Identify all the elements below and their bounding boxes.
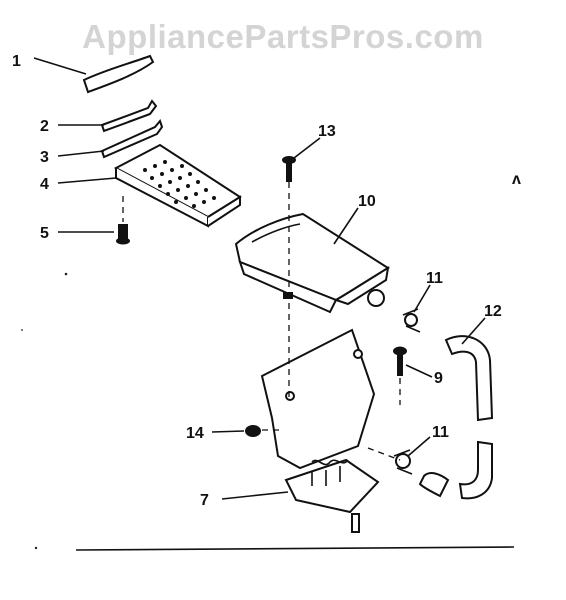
callout-9: 9 xyxy=(434,370,443,387)
part-7-valve-assembly xyxy=(284,458,380,533)
callout-5: 5 xyxy=(40,225,49,242)
part-2-bracket xyxy=(100,99,158,133)
part-11-clamp-lower xyxy=(393,449,413,475)
part-5-screw xyxy=(116,196,130,245)
alignment-lines xyxy=(262,182,401,461)
part-12-hose xyxy=(444,335,494,500)
callout-11-lower: 11 xyxy=(432,424,449,441)
hose-fitting xyxy=(418,472,450,498)
leader-lines xyxy=(33,57,486,500)
callout-11-upper: 11 xyxy=(426,270,443,287)
watermark: AppliancePartsPros.com xyxy=(82,18,484,55)
part-13-screw xyxy=(282,156,296,182)
callout-13: 13 xyxy=(318,123,336,140)
callout-12: 12 xyxy=(484,303,502,320)
scan-specks xyxy=(21,272,68,550)
baseline xyxy=(75,546,515,551)
callout-labels: 1 2 3 4 5 13 10 11 12 9 14 11 7 ᴧ xyxy=(12,53,521,509)
callout-7: 7 xyxy=(200,492,209,509)
part-9-screw xyxy=(393,346,407,376)
callout-2: 2 xyxy=(40,118,49,135)
part-11-clamp-upper xyxy=(402,308,421,333)
part-1-strip xyxy=(82,54,155,94)
mounting-bracket-plate xyxy=(260,328,376,470)
margin-mark: ᴧ xyxy=(512,171,521,188)
callout-1: 1 xyxy=(12,53,21,70)
callout-3: 3 xyxy=(40,149,49,166)
callout-4: 4 xyxy=(40,176,49,193)
part-4-perforated-tray xyxy=(113,143,242,228)
callout-10: 10 xyxy=(358,193,376,210)
callout-14: 14 xyxy=(186,425,204,442)
part-3-bracket xyxy=(100,118,164,159)
part-14-nut xyxy=(245,425,261,437)
part-10-housing xyxy=(234,212,390,314)
